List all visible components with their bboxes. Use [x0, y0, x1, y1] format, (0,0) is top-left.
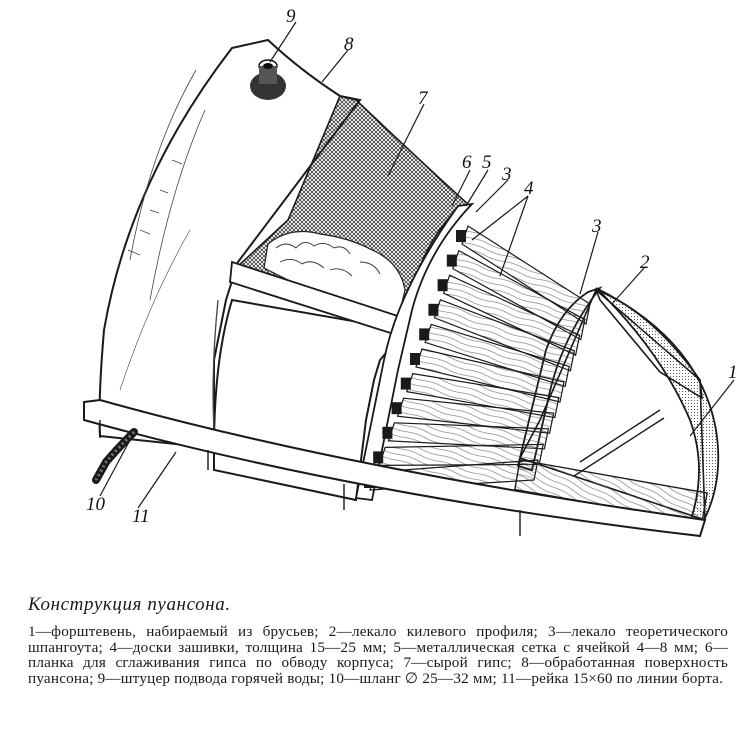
board-end-block	[428, 303, 439, 316]
callout-3b: 3	[501, 164, 512, 185]
hose	[92, 428, 138, 484]
caption-title: Конструкция пуансона.	[28, 594, 231, 615]
callout-1: 1	[728, 362, 738, 383]
callout-8: 8	[344, 34, 354, 55]
board-end-block	[373, 451, 384, 464]
callout-9: 9	[286, 6, 296, 27]
board-end-block	[437, 279, 448, 292]
board-end-block	[400, 377, 411, 390]
planking-boards	[364, 225, 591, 491]
raw-plaster	[263, 231, 406, 321]
board-end-block	[382, 426, 393, 439]
callout-6: 6	[462, 152, 472, 173]
board-end-block	[419, 328, 430, 341]
callout-2: 2	[640, 252, 650, 273]
gunwale-rail	[83, 398, 707, 538]
callout-10: 10	[86, 494, 106, 515]
figure-caption: Конструкция пуансона. 1—форштевень, наби…	[28, 594, 728, 686]
callout-7: 7	[418, 88, 429, 109]
board-end-block	[391, 402, 402, 415]
callout-3a: 3	[591, 216, 602, 237]
leader-lines	[99, 21, 735, 509]
board-end-block	[446, 254, 457, 267]
hot-water-fitting	[250, 59, 286, 100]
callout-4: 4	[524, 178, 534, 199]
board-end-block	[456, 230, 466, 242]
caption-text: 1—форштевень, набираемый из брусьев; 2—л…	[28, 623, 728, 687]
board-end-block	[410, 353, 420, 365]
callout-11: 11	[132, 506, 150, 527]
callout-5: 5	[482, 152, 492, 173]
